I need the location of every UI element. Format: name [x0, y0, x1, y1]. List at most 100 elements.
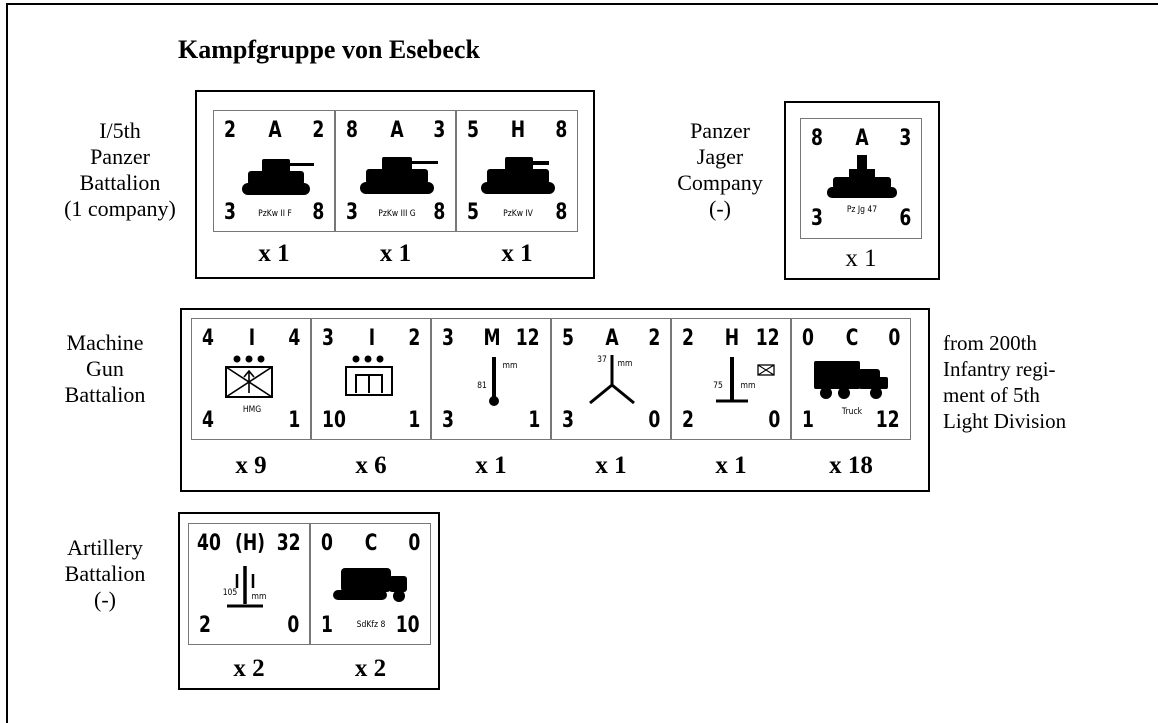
label-line: I/5th: [99, 118, 141, 143]
hmg-unit-symbol-icon: [225, 355, 273, 398]
label-line: Artillery: [67, 535, 143, 560]
counter-unit-name: PzKw III G: [378, 209, 416, 219]
quantity-label: x 1: [379, 240, 412, 267]
counter-attack: 4: [202, 326, 214, 351]
label-line: Battalion: [64, 561, 146, 586]
counter-infantry-support: 3 I 2 10 1: [311, 318, 431, 440]
label-line: Battalion: [64, 382, 146, 407]
counter-range: 2: [312, 118, 324, 143]
counter-unit-name: PzKw II F: [258, 209, 292, 219]
counter-movement: 8: [433, 200, 445, 225]
counter-pzjg-47: 8 A 3 3 6 Pz Jg 47: [800, 118, 922, 239]
counter-range: 2: [648, 326, 660, 351]
mg-battalion-label: Machine Gun Battalion: [40, 330, 170, 408]
counter-attack: 8: [346, 118, 358, 143]
mg-battalion-note: from 200th Infantry regi- ment of 5th Li…: [943, 330, 1153, 434]
label-line: Battalion: [79, 170, 161, 195]
note-line: from 200th: [943, 331, 1037, 355]
counter-defense: 5: [467, 200, 479, 225]
counter-sdkfz-8: 0 C 0 1 10 SdKfz 8: [310, 523, 431, 645]
counter-type: A: [390, 118, 404, 143]
counter-defense: 2: [199, 613, 211, 638]
counter-attack: 3: [322, 326, 334, 351]
tank-destroyer-silhouette-icon: [827, 155, 897, 198]
counter-movement: 8: [312, 200, 324, 225]
mortar-symbol-icon: [489, 357, 499, 406]
counter-type: H: [510, 118, 526, 143]
counter-type: H: [724, 326, 740, 351]
counter-attack: 0: [802, 326, 814, 351]
counter-movement: 0: [768, 408, 780, 433]
counter-movement: 0: [287, 613, 299, 638]
counter-defense: 3: [224, 200, 236, 225]
note-line: Infantry regi-: [943, 357, 1056, 381]
tank-silhouette-icon: [360, 157, 438, 194]
counter-howitzer-105mm: 40 (H) 32 2 0 105 mm: [188, 523, 310, 645]
counter-range: 12: [516, 326, 540, 351]
quantity-label: x 2: [354, 655, 387, 682]
label-line: (1 company): [64, 196, 176, 221]
panzer-battalion-label: I/5th Panzer Battalion (1 company): [50, 118, 190, 222]
label-line: Company: [677, 170, 763, 195]
counter-caliber-unit: mm: [617, 359, 633, 369]
counter-range: 3: [899, 126, 911, 151]
label-line: Gun: [86, 356, 124, 381]
counter-hmg: 4 I 4 4 1 HMG: [191, 318, 311, 440]
halftrack-silhouette-icon: [333, 568, 407, 602]
label-line: Panzer: [90, 144, 150, 169]
counter-pzkw-3g: 8 A 3 3 8 PzKw III G: [335, 110, 456, 232]
counter-caliber: 37: [597, 355, 607, 365]
quantity-label: x 18: [829, 452, 873, 479]
panzer-jager-label: Panzer Jager Company (-): [660, 118, 780, 222]
quantity-label: x 1: [595, 452, 627, 479]
counter-truck: 0 C 0 1 12 Truck: [791, 318, 911, 440]
label-line: Panzer: [690, 118, 750, 143]
counter-unit-name: Truck: [841, 407, 863, 417]
counter-defense: 3: [811, 206, 823, 231]
anti-tank-gun-symbol-icon: [589, 355, 635, 405]
tank-silhouette-icon: [242, 159, 314, 195]
tank-silhouette-icon: [481, 157, 555, 194]
infantry-support-symbol-icon: [345, 355, 393, 396]
counter-movement: 8: [555, 200, 567, 225]
counter-unit-name: SdKfz 8: [356, 620, 386, 630]
counter-defense: 1: [802, 408, 814, 433]
counter-caliber-unit: mm: [251, 592, 267, 602]
counter-attack: 0: [321, 531, 333, 556]
counter-range: 12: [756, 326, 780, 351]
quantity-label: x 1: [501, 240, 533, 267]
counter-unit-name: HMG: [242, 405, 262, 415]
counter-caliber: 81: [477, 381, 487, 391]
counter-movement: 12: [876, 408, 900, 433]
quantity-label: x 9: [235, 452, 267, 479]
quantity-label: x 1: [258, 240, 290, 267]
counter-inf-gun-75mm: 2 H 12 2 0 75 mm: [671, 318, 791, 440]
counter-range: 2: [408, 326, 420, 351]
counter-attack: 2: [224, 118, 236, 143]
counter-defense: 10: [322, 408, 346, 433]
counter-type: C: [364, 531, 378, 556]
counter-unit-name: PzKw IV: [503, 209, 533, 219]
counter-caliber: 105: [222, 588, 238, 598]
counter-type: I: [248, 326, 256, 351]
counter-type: A: [605, 326, 619, 351]
quantity-label: x 1: [475, 452, 507, 479]
counter-movement: 1: [528, 408, 540, 433]
page-frame: [6, 3, 1158, 723]
counter-range: 8: [555, 118, 567, 143]
counter-defense: 4: [202, 408, 214, 433]
counter-range: 32: [277, 531, 301, 556]
counter-type: C: [845, 326, 859, 351]
counter-type: (H): [234, 531, 266, 556]
counter-range: 4: [288, 326, 300, 351]
counter-mortar-81mm: 3 M 12 3 1 81 mm: [431, 318, 551, 440]
counter-attack: 8: [811, 126, 823, 151]
counter-caliber-unit: mm: [502, 361, 518, 371]
counter-at-gun-37mm: 5 A 2 3 0 37 mm: [551, 318, 671, 440]
artillery-label: Artillery Battalion (-): [40, 535, 170, 613]
note-line: Light Division: [943, 409, 1067, 433]
counter-attack: 2: [682, 326, 694, 351]
counter-pzkw-4: 5 H 8 5 8 PzKw IV: [456, 110, 578, 232]
counter-movement: 10: [396, 613, 420, 638]
label-line: (-): [94, 587, 116, 612]
